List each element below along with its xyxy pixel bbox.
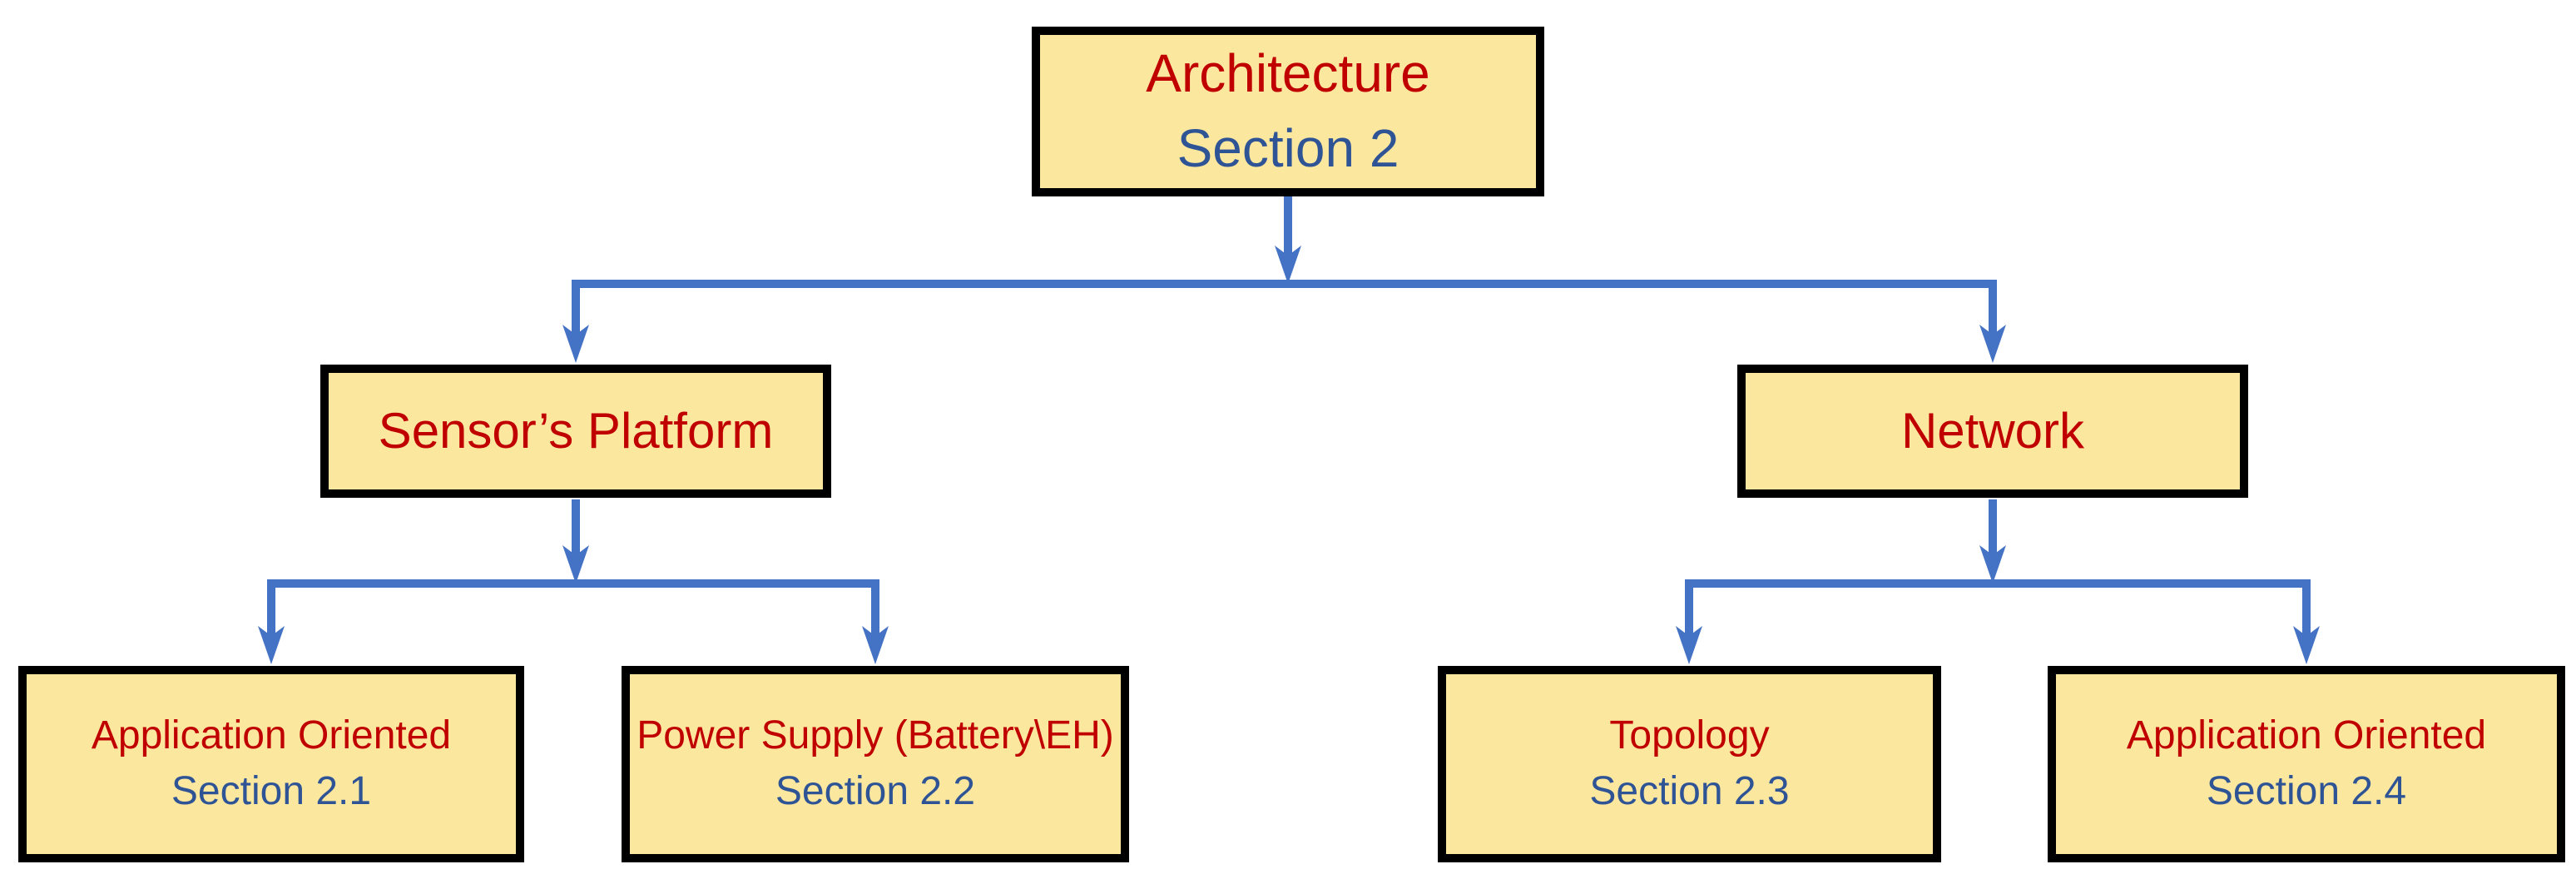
node-sensors-platform: Sensor’s Platform [320, 365, 831, 498]
arrowhead-icon [1979, 325, 2006, 363]
node-section: Section 2 [1177, 118, 1399, 178]
arrowhead-icon [562, 325, 589, 363]
node-title: Application Oriented [2126, 713, 2487, 758]
node-topology: Topology Section 2.3 [1438, 666, 1941, 862]
arrowhead-icon [1676, 626, 1702, 664]
arrowhead-icon [862, 626, 889, 664]
node-application-oriented-2-1: Application Oriented Section 2.1 [18, 666, 524, 862]
connector-architecture-children [562, 195, 2006, 363]
node-section: Section 2.4 [2206, 769, 2407, 813]
node-title: Sensor’s Platform [378, 402, 774, 459]
arrowhead-icon [1275, 246, 1301, 284]
node-section: Section 2.1 [171, 769, 372, 813]
node-section: Section 2.2 [775, 769, 976, 813]
node-title: Power Supply (Battery\EH) [637, 713, 1114, 758]
node-title: Application Oriented [91, 713, 452, 758]
node-title: Network [1900, 402, 2085, 459]
connector-network-children [1676, 499, 2320, 664]
node-architecture: Architecture Section 2 [1032, 27, 1544, 196]
node-section: Section 2.3 [1589, 769, 1790, 813]
arrowhead-icon [1979, 545, 2006, 584]
node-network: Network [1737, 365, 2248, 498]
node-title: Topology [1609, 713, 1770, 758]
arrowhead-icon [562, 545, 589, 584]
connector-sensors-children [258, 499, 889, 664]
arrowhead-icon [258, 626, 285, 664]
node-title: Architecture [1146, 43, 1430, 104]
arrowhead-icon [2293, 626, 2320, 664]
node-application-oriented-2-4: Application Oriented Section 2.4 [2048, 666, 2565, 862]
node-power-supply: Power Supply (Battery\EH) Section 2.2 [622, 666, 1129, 862]
